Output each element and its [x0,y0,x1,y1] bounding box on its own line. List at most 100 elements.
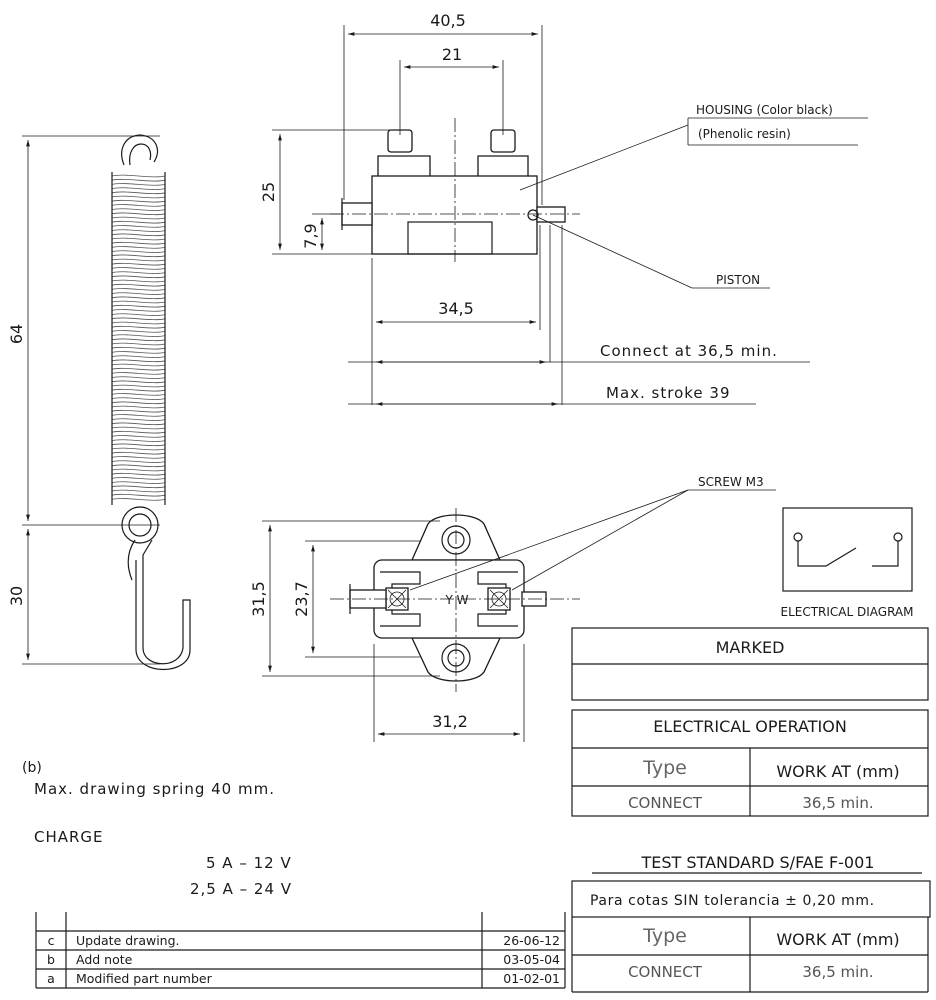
spring-coil [111,212,166,216]
dim-piston-height: 7,9 [301,223,320,248]
dim-height: 25 [259,182,278,202]
revision-c-date: 26-06-12 [503,933,560,948]
charge-12v: 5 A – 12 V [206,854,292,872]
spring-coil [111,384,166,388]
spring-coil [111,485,166,489]
spring-coil [111,355,166,358]
spring-coil [111,367,166,371]
spring-coil [111,342,166,346]
screw-leader [511,489,689,591]
charge-title: CHARGE [34,828,104,846]
spring-coil [111,330,166,333]
revision-a-letter: a [47,971,55,986]
spring-coil [111,414,166,417]
spring-coil [111,208,166,211]
spring-coil [111,258,166,262]
revision-b-letter: b [47,952,55,967]
piston-callout: PISTON [716,273,760,287]
dim-spring-hook: 30 [7,586,26,606]
spring-coil [111,309,166,312]
spring-coil [111,174,166,178]
spring-coil [111,279,166,283]
spring-coil [111,405,166,409]
operation-row-value: 36,5 min. [802,794,873,812]
dim-bottom-width: 31,2 [432,712,468,731]
flange-bottom [410,637,502,682]
spring-coil [111,283,166,287]
spring-coil [111,338,166,342]
terminal-base-left [377,155,431,176]
spring-coil [111,195,166,199]
housing [371,175,538,255]
spring-coil [111,246,166,249]
spring-coil [111,359,166,363]
spring-coil [111,191,166,195]
spring-note: Max. drawing spring 40 mm. [34,780,275,798]
spring-coil [111,275,166,279]
diagram-terminal [793,532,803,542]
note-ref: (b) [22,760,42,776]
spring-coil [111,380,166,384]
revision-c-letter: c [48,933,55,948]
stroke-note: Max. stroke 39 [606,384,731,402]
spring-coil [111,178,166,182]
spring-coil [111,460,166,463]
housing-leader [519,124,689,191]
operation-col-type: Type [642,757,687,779]
piston-pivot [527,209,539,221]
dim-terminal-spacing: 21 [442,45,462,64]
spring-coil [111,493,166,497]
spring-coil [111,435,166,438]
screw-leader [409,489,689,591]
spring-top-loop-inner [129,143,152,166]
diagram-frame [782,507,913,592]
spring-coil [111,292,166,295]
spring-coil [111,409,166,413]
spring-coil [111,317,166,321]
diagram-switch-blade [797,541,857,567]
spring-coil [111,430,166,434]
spring-top-loop [121,134,159,166]
spring-coil [111,199,166,203]
spring-coil [111,321,166,325]
spring-coil [111,489,166,493]
marked-table: MARKED [571,627,929,701]
spring-clip [127,539,136,581]
spring-coil [111,418,166,421]
spring-coil [111,397,166,400]
revision-a-date: 01-02-01 [503,971,560,986]
charge-24v: 2,5 A – 24 V [190,880,292,898]
piston-leader [532,214,693,289]
notes-block: (b) Max. drawing spring 40 mm. CHARGE 5 … [22,760,292,898]
spring-coil [111,456,166,459]
dim-body-height: 23,7 [292,581,311,617]
housing-callout: HOUSING (Color black) [696,103,833,117]
terminal-marks: Y W [444,593,468,607]
spring-coil [111,477,166,480]
spring-coil [111,472,166,476]
spring-coil [111,300,166,304]
terminal-base-right [477,155,529,176]
switch-bottom-view: Y W SCREW M3 31,5 23,7 31,2 [249,475,776,742]
ghost-col-work: WORK AT (mm) [776,930,899,949]
operation-row-type: CONNECT [628,794,703,812]
spring-coil [111,220,166,224]
tolerance-note: Para cotas SIN tolerancia ± 0,20 mm. [590,893,875,909]
dim-body-width: 34,5 [438,299,474,318]
diagram-terminal [893,532,903,542]
spring-coil [111,401,166,405]
spring-coil [111,363,166,367]
spring-coil [111,187,166,190]
spring-coil [111,233,166,237]
tolerance-frame [571,880,931,918]
dim-total-width: 40,5 [430,11,466,30]
spring-coil [111,271,166,274]
spring-coil [111,439,166,442]
diagram-caption: ELECTRICAL DIAGRAM [780,605,913,619]
operation-title: ELECTRICAL OPERATION [653,717,847,736]
connect-note: Connect at 36,5 min. [600,342,778,360]
spring-coil [111,498,166,501]
spring-coil [111,393,166,396]
revision-c-desc: Update drawing. [76,933,180,948]
screw-callout: SCREW M3 [698,475,764,489]
